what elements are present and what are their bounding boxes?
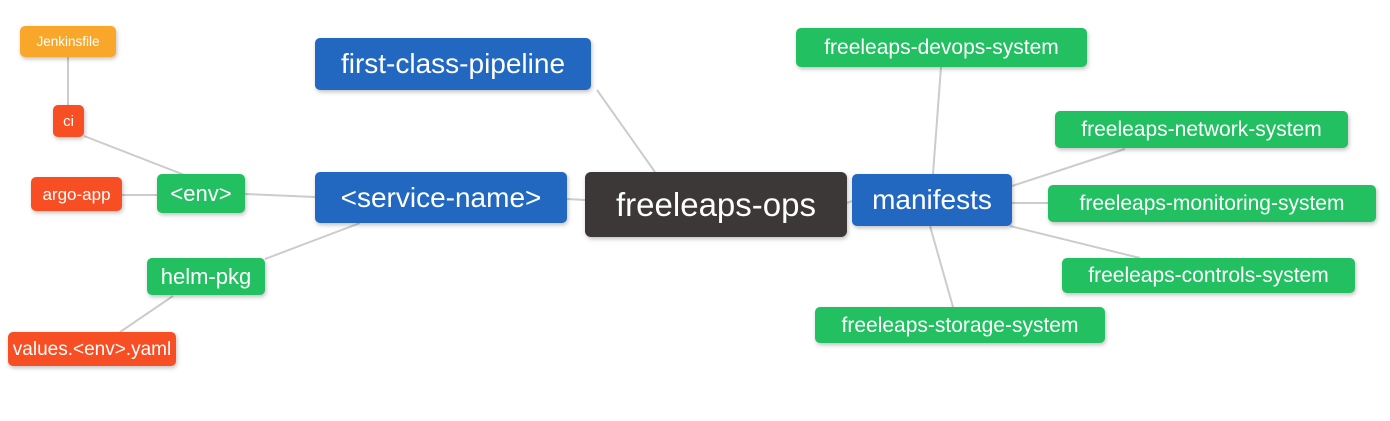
node-values-env-yaml[interactable]: values.<env>.yaml bbox=[8, 332, 176, 366]
node-jenkinsfile[interactable]: Jenkinsfile bbox=[20, 26, 116, 57]
edge-manifests-controls bbox=[1009, 225, 1141, 259]
node-freeleaps-monitoring-system[interactable]: freeleaps-monitoring-system bbox=[1048, 185, 1376, 222]
node-freeleaps-network-system[interactable]: freeleaps-network-system bbox=[1055, 111, 1348, 148]
node-argo-app[interactable]: argo-app bbox=[31, 177, 122, 211]
edge-root-manifests bbox=[846, 200, 853, 204]
edge-values-helm-pkg bbox=[119, 295, 174, 333]
node-service-name[interactable]: <service-name> bbox=[315, 172, 567, 223]
edge-manifests-network bbox=[1011, 148, 1126, 187]
edge-manifests-storage bbox=[929, 225, 954, 308]
node-first-class-pipeline[interactable]: first-class-pipeline bbox=[315, 38, 591, 90]
node-freeleaps-storage-system[interactable]: freeleaps-storage-system bbox=[815, 307, 1105, 343]
node-ci[interactable]: ci bbox=[53, 105, 84, 137]
edge-env-service-name bbox=[244, 193, 316, 198]
edge-ci-env bbox=[83, 135, 188, 177]
edge-service-name-root bbox=[566, 198, 586, 201]
edge-manifests-devops bbox=[932, 66, 942, 175]
node-freeleaps-devops-system[interactable]: freeleaps-devops-system bbox=[796, 28, 1087, 67]
edge-helm-pkg-service-name bbox=[264, 222, 361, 260]
node-freeleaps-controls-system[interactable]: freeleaps-controls-system bbox=[1062, 258, 1355, 293]
node-manifests[interactable]: manifests bbox=[852, 174, 1012, 226]
node-root-freeleaps-ops[interactable]: freeleaps-ops bbox=[585, 172, 847, 237]
node-helm-pkg[interactable]: helm-pkg bbox=[147, 258, 265, 295]
edge-pipeline-root bbox=[596, 89, 656, 173]
node-env[interactable]: <env> bbox=[157, 174, 245, 213]
